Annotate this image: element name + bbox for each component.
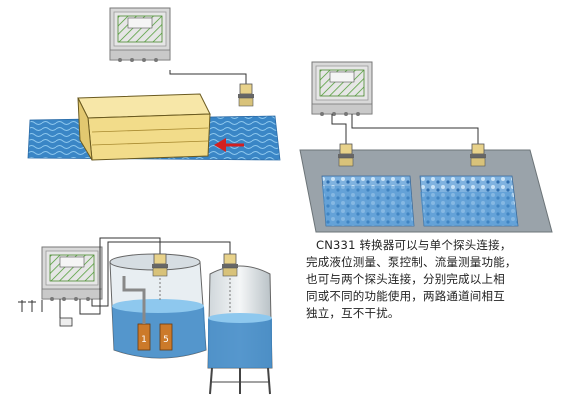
pipe [122, 276, 146, 324]
tank-stand [209, 367, 271, 395]
sensor-icon [337, 143, 355, 167]
cable [169, 70, 247, 86]
description-text: CN331 转换器可以与单个探头连接， 完成液位测量、泵控制、流量测量功能， 也… [306, 237, 528, 322]
sensor-icon [151, 253, 169, 277]
cable [351, 114, 479, 146]
arrow-left-icon [214, 138, 244, 152]
sensor-icon [469, 143, 487, 167]
plug-icon [18, 300, 73, 327]
cable [79, 237, 161, 315]
caption-line: 也可与两个探头连接，分别完成以上相 [306, 272, 505, 286]
pump-label-1: 1 [141, 335, 147, 345]
caption-line: CN331 转换器可以与单个探头连接， [316, 238, 512, 252]
controller-icon [109, 7, 171, 63]
cable [331, 114, 347, 146]
flume-box [77, 93, 211, 161]
sensor-icon [221, 253, 239, 277]
controller-icon [311, 61, 373, 117]
scene-two-basins [299, 61, 553, 233]
caption-line: 完成液位测量、泵控制、流量测量功能， [306, 255, 517, 269]
caption-line: 同或不同的功能使用，两路通道间相互 [306, 289, 505, 303]
cable [91, 241, 231, 307]
sensor-icon [237, 83, 255, 107]
pump-icon: 1 5 [137, 323, 173, 351]
pump-label-5: 5 [163, 335, 169, 345]
scene-channel [27, 7, 281, 161]
controller-icon [41, 246, 103, 302]
scene-pump-tank: 1 5 [18, 237, 273, 395]
caption-line: 独立，互不干扰。 [306, 306, 400, 320]
